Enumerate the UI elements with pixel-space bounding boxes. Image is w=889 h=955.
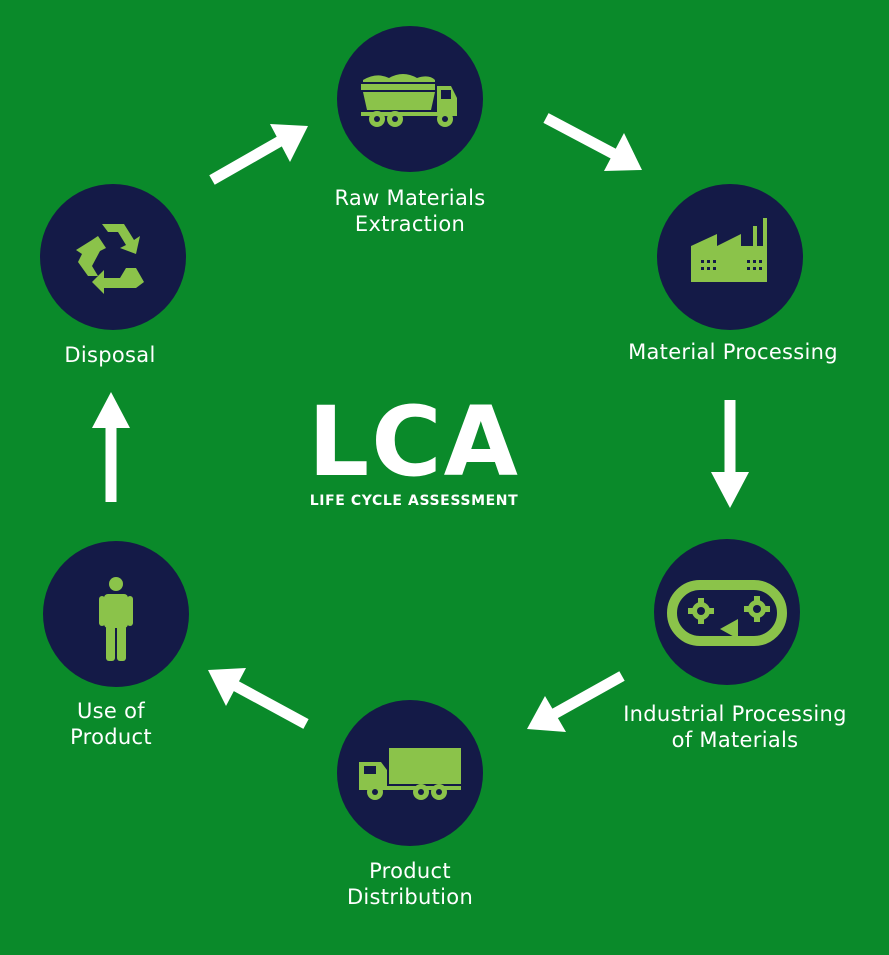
stage-raw-materials-label: Raw Materials Extraction <box>310 185 510 237</box>
label-line: Distribution <box>346 885 474 909</box>
arrow-material-to-industrial <box>711 400 749 508</box>
stage-material-processing-label: Material Processing <box>613 339 853 365</box>
stage-industrial-processing <box>654 539 800 685</box>
arrow-use-to-disposal <box>92 392 130 502</box>
arrow-distribution-to-use <box>208 668 309 729</box>
label-line: Use of <box>77 699 145 723</box>
center-title: LCA <box>308 386 520 498</box>
label-line: Product <box>369 859 451 883</box>
center-subtitle: LIFE CYCLE ASSESSMENT <box>309 493 519 509</box>
stage-use-of-product-label: Use of Product <box>36 698 186 750</box>
label-line: Disposal <box>64 343 156 367</box>
stage-disposal-label: Disposal <box>35 342 185 368</box>
conveyor-belt-icon <box>667 580 787 646</box>
stage-industrial-processing-label: Industrial Processing of Materials <box>605 701 865 753</box>
label-line: Product <box>70 725 152 749</box>
arrow-disposal-to-raw <box>209 124 308 185</box>
label-line: of Materials <box>671 728 799 752</box>
person-icon <box>99 577 133 661</box>
label-line: Material Processing <box>628 340 838 364</box>
arrow-raw-to-material <box>543 113 642 171</box>
label-line: Extraction <box>354 212 466 236</box>
stage-disposal <box>40 184 186 330</box>
stage-raw-materials <box>337 26 483 172</box>
stage-product-distribution-label: Product Distribution <box>310 858 510 910</box>
arrow-industrial-to-distribution <box>527 671 625 732</box>
stage-material-processing <box>657 184 803 330</box>
stage-product-distribution <box>337 700 483 846</box>
stage-use-of-product <box>43 541 189 687</box>
delivery-truck-icon <box>359 748 461 800</box>
dump-truck-icon <box>361 74 457 127</box>
factory-icon <box>691 218 767 282</box>
recycle-icon <box>76 224 144 294</box>
label-line: Raw Materials <box>334 186 486 210</box>
label-line: Industrial Processing <box>623 702 847 726</box>
